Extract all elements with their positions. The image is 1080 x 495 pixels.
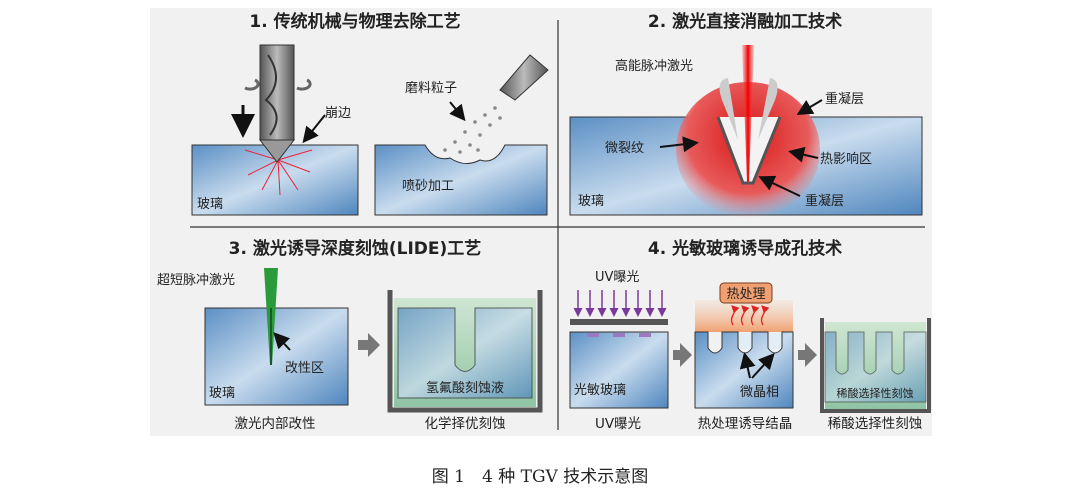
caption-step-1: 激光内部改性 xyxy=(235,416,316,432)
laser-beam xyxy=(742,45,754,182)
label-laser: 高能脉冲激光 xyxy=(615,58,693,74)
rotate-icon xyxy=(244,78,260,91)
etched-photoglass xyxy=(824,331,927,403)
label-glass: 玻璃 xyxy=(578,194,604,209)
label-uv: UV曝光 xyxy=(595,270,639,285)
plume xyxy=(719,78,778,140)
panel-mechanical: 1. 传统机械与物理去除工艺 崩边 玻璃 磨料粒子 喷砂加工 xyxy=(191,11,549,216)
panel-photosensitive: 4. 光敏玻璃诱导成孔技术 UV曝光 光敏玻璃 热处理 微晶相 稀酸选择性刻蚀 … xyxy=(569,238,931,432)
caption-step-2: 化学择优刻蚀 xyxy=(425,416,506,432)
photomask xyxy=(570,319,668,325)
etched-glass xyxy=(397,307,533,399)
sandblast-nozzle xyxy=(499,54,549,101)
photoglass-block xyxy=(569,331,669,409)
label-haz: 热影响区 xyxy=(820,151,872,167)
abrasive-particles xyxy=(443,106,502,154)
process-arrow-icon xyxy=(798,343,817,367)
heat-zone xyxy=(695,300,793,332)
glass-block-sandblast xyxy=(374,144,548,216)
label-modified: 改性区 xyxy=(285,361,324,376)
heat-arrows xyxy=(730,305,770,326)
label-hf: 氢氟酸刻蚀液 xyxy=(426,381,504,396)
panel-title: 4. 光敏玻璃诱导成孔技术 xyxy=(648,238,842,259)
panel-lide: 3. 激光诱导深度刻蚀(LIDE)工艺 超短脉冲激光 改性区 玻璃 氢氟酸刻蚀液… xyxy=(157,238,543,432)
figure-caption: 图 1 4 种 TGV 技术示意图 xyxy=(431,467,649,487)
acid-tank xyxy=(820,318,931,413)
label-glass: 玻璃 xyxy=(197,197,223,212)
label-acid: 稀酸选择性刻蚀 xyxy=(837,386,914,400)
label-recast-top: 重凝层 xyxy=(825,91,864,107)
label-recast-bottom: 重凝层 xyxy=(805,193,844,209)
label-laser: 超短脉冲激光 xyxy=(157,273,235,288)
caption-step-3: 稀酸选择性刻蚀 xyxy=(828,416,923,432)
process-arrow-icon xyxy=(358,333,380,357)
label-heat: 热处理 xyxy=(726,287,765,302)
panel-title: 1. 传统机械与物理去除工艺 xyxy=(249,11,460,32)
label-abrasive: 磨料粒子 xyxy=(405,81,457,96)
label-photoglass: 光敏玻璃 xyxy=(574,383,626,398)
panel-laser-ablation: 2. 激光直接消融加工技术 高能脉冲激光 重凝层 微裂纹 热影响区 玻璃 重凝层 xyxy=(569,11,923,218)
heat-treatment-box xyxy=(719,282,773,304)
crack-rays xyxy=(244,149,313,196)
panel-title: 2. 激光直接消融加工技术 xyxy=(648,11,842,32)
panel-title: 3. 激光诱导深度刻蚀(LIDE)工艺 xyxy=(229,238,482,259)
label-sandblast: 喷砂加工 xyxy=(402,179,454,194)
process-arrow-icon xyxy=(673,343,692,367)
label-microcrack: 微裂纹 xyxy=(605,141,644,156)
caption-step-1: UV曝光 xyxy=(595,416,641,432)
glass-block xyxy=(204,307,349,406)
drill-bit xyxy=(259,44,295,141)
label-glass: 玻璃 xyxy=(209,386,235,401)
etch-tank xyxy=(387,290,543,413)
label-chipping: 崩边 xyxy=(325,106,351,121)
label-crystal: 微晶相 xyxy=(740,385,779,400)
caption-step-2: 热处理诱导结晶 xyxy=(698,416,793,432)
uv-arrows xyxy=(573,290,667,317)
